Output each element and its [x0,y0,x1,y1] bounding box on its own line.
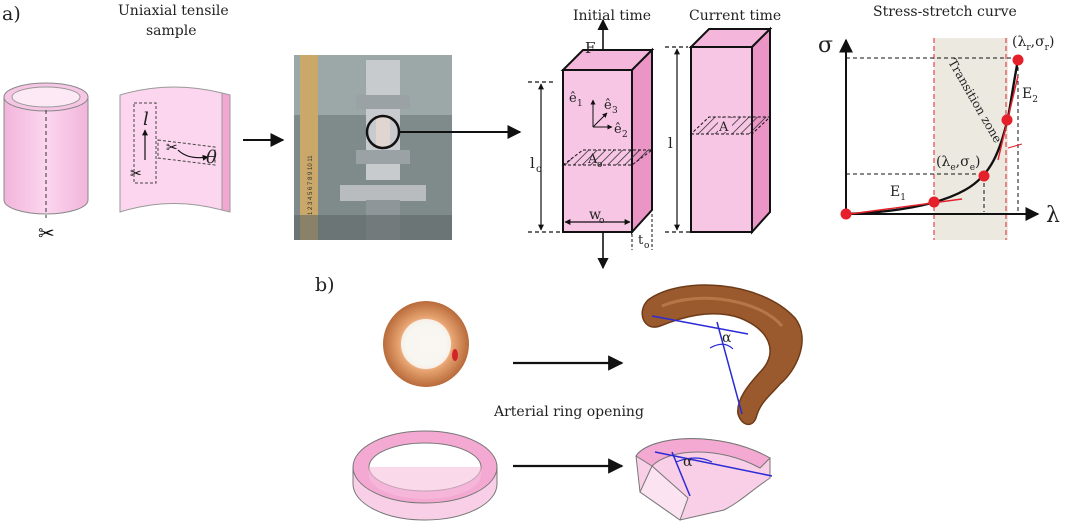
current-specimen-box: A l [665,26,773,235]
ring-caption: Arterial ring opening [493,404,644,420]
arterial-ring-photo [383,301,469,387]
E1-label: E1 [890,184,906,203]
tangent-E1 [849,198,963,215]
axis-theta-label: θ [206,147,217,168]
ring-3d-schematic [352,430,498,521]
force-label: F [585,39,595,57]
t0-sub: o [644,241,649,251]
point-e-label: (λe,σe) [936,154,980,173]
panel-a-label: a) [2,3,21,25]
initial-specimen-box: F ê 1 ê 3 ê 2 A o l o w o t o [528,18,655,270]
lambda-label: λ [1046,203,1060,228]
point-r-label: (λr,σr) [1012,34,1054,53]
curve-point [840,208,852,220]
e2-label: ê [614,122,622,137]
curve-point [1012,54,1024,66]
scissors-icon: ✂ [38,221,55,245]
opened-ring-3d-schematic: α [635,438,773,521]
E2-label: E2 [1022,86,1038,105]
l0-label: l [530,154,535,172]
A0-label: A [587,152,598,167]
e2-sub: 2 [622,130,628,140]
alpha-top-label: α [722,330,732,346]
sample-title: Uniaxial tensile [118,3,229,19]
alpha-bottom-label: α [683,454,693,470]
current-time-label: Current time [689,8,781,24]
curve-point [1001,114,1013,126]
e3-label: ê [604,98,612,113]
w0-sub: o [599,216,604,226]
scissors-icon: ✂ [130,166,142,182]
tensile-test-photo: 1 2 3 4 5 6 7 8 9 10 11 [294,55,452,240]
curve-point [978,170,990,182]
transition-zone [934,38,1008,240]
A0-sub: o [597,160,602,170]
e1-sub: 1 [577,99,583,109]
l0-sub: o [536,164,542,175]
opened-sheet-sample: l θ ✂ ✂ [119,86,231,213]
e1-label: ê [569,91,577,106]
t0-label: t [638,233,644,248]
w0-label: w [589,207,601,223]
l-label: l [668,134,673,152]
sigma-label: σ [818,33,833,58]
axis-l-label: l [143,109,149,130]
stress-stretch-chart: σ λ Transition zone (λr,σr) (λe,σe) E1 E… [818,33,1060,240]
A-label: A [718,120,729,135]
ruler-text: 1 2 3 4 5 6 7 8 9 10 11 [308,155,314,215]
panel-b-label: b) [315,274,335,296]
initial-time-label: Initial time [573,8,651,24]
curve-title: Stress-stretch curve [873,4,1017,20]
scissors-icon: ✂ [166,140,178,156]
e3-sub: 3 [612,106,618,116]
curve-point [928,196,940,208]
opened-ring-photo: α [641,284,803,426]
sample-title-2: sample [146,23,197,39]
cylinder-sample: ✂ [3,82,89,245]
